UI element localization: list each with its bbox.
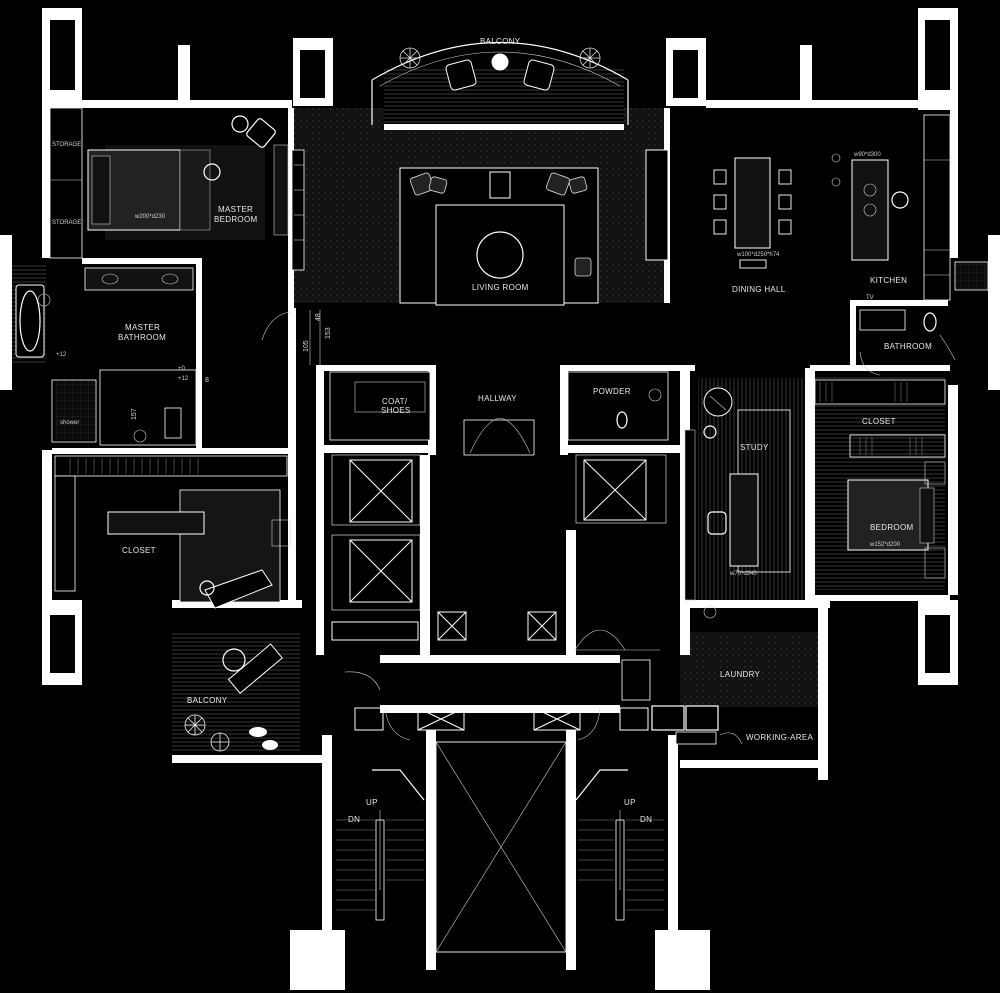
armchair-icon: [489, 171, 511, 199]
shaft-box-icon: [331, 611, 649, 731]
label-balcony-bottom: BALCONY: [187, 696, 228, 705]
dim-bedroom-bed: w152*d200: [869, 542, 901, 548]
label-master-bedroom-2: BEDROOM: [214, 215, 257, 224]
lounge-chair-icon: [703, 387, 733, 417]
tv-cabinet: [645, 149, 669, 261]
label-dn-right: DN: [640, 815, 652, 824]
bedroom-right: CLOSET BEDROOM w152*d200: [814, 379, 946, 579]
dim-105: 105: [303, 340, 310, 352]
top-balcony: BALCONY: [371, 37, 629, 125]
stairs: UP DN UP DN: [336, 741, 664, 953]
armchair-icon: [246, 118, 276, 148]
lvl-0: +0: [178, 366, 186, 372]
dimension-markers: 105 48 153: [303, 310, 332, 365]
plant-icon: [184, 714, 230, 752]
kitchen-island-icon: [851, 159, 889, 261]
elevator-icon: [331, 454, 667, 611]
dim-dining-table: w100*d250*h74: [736, 252, 780, 258]
closet-left: CLOSET: [54, 455, 291, 609]
lounge-chair-icon: [445, 53, 555, 91]
island-icon: [107, 511, 205, 535]
study: w70*d240 STUDY: [684, 387, 791, 619]
core: COAT/ SHOES HALLWAY POWDER: [329, 371, 669, 731]
label-up-left: UP: [366, 798, 378, 807]
laundry: LAUNDRY WORKING-AREA: [621, 659, 814, 745]
door-swings: [261, 311, 956, 741]
structural-walls: [0, 8, 1000, 990]
dim-master-bed: w200*d230: [134, 214, 166, 220]
label-coat-1: COAT/: [382, 397, 408, 406]
cushion-icon: [409, 172, 592, 277]
lvl-tv: TV: [866, 295, 874, 301]
dining-hall: w100*d250*h74 DINING HALL: [713, 157, 792, 294]
plant-icon: [399, 47, 601, 69]
dining-table-icon: [734, 157, 771, 249]
dim-study-desk: w70*d240: [729, 571, 757, 577]
label-bathroom: BATHROOM: [884, 342, 932, 351]
label-bedroom: BEDROOM: [870, 523, 913, 532]
label-master-bedroom-1: MASTER: [218, 205, 253, 214]
label-hallway: HALLWAY: [478, 394, 517, 403]
label-kitchen: KITCHEN: [870, 276, 907, 285]
bed-icon: [847, 479, 929, 551]
master-bedroom: STORAGE STORAGE w200*d230 MASTER BEDROOM: [49, 107, 289, 259]
dim-153: 153: [325, 327, 332, 339]
label-master-bathroom-2: BATHROOM: [118, 333, 166, 342]
chair-icon: [713, 169, 792, 269]
master-bathroom: MASTER BATHROOM shower +12 +12 +0 157 8: [15, 267, 209, 446]
dim-kitchen-island: w90*d300: [853, 152, 881, 158]
label-laundry: LAUNDRY: [720, 670, 761, 679]
label-living-room: LIVING ROOM: [472, 283, 529, 292]
label-closet-left: CLOSET: [122, 546, 156, 555]
entry-door: [463, 417, 535, 456]
coffee-table-icon: [476, 231, 524, 279]
label-balcony-top: BALCONY: [480, 37, 521, 46]
chaise-lounge-icon: [199, 569, 273, 609]
bathroom-right: TV BATHROOM: [859, 295, 937, 351]
study-desk-icon: [729, 473, 759, 567]
label-closet-right: CLOSET: [862, 417, 896, 426]
label-coat-2: SHOES: [381, 406, 411, 415]
lvl-12b: +12: [178, 376, 189, 382]
label-storage-2: STORAGE: [52, 220, 81, 226]
label-master-bathroom-1: MASTER: [125, 323, 160, 332]
label-dn-left: DN: [348, 815, 360, 824]
kitchen: w90*d300 KITCHEN: [831, 114, 989, 301]
lvl-12a: +12: [56, 352, 67, 358]
label-powder: POWDER: [593, 387, 631, 396]
label-study: STUDY: [740, 443, 769, 452]
bathtub-icon: [15, 284, 51, 358]
living-room: LIVING ROOM: [291, 149, 669, 306]
dim-48: 48: [315, 313, 322, 321]
label-dining-hall: DINING HALL: [732, 285, 786, 294]
label-up-right: UP: [624, 798, 636, 807]
dim-8: 8: [205, 377, 209, 384]
dim-157: 157: [131, 408, 138, 420]
label-storage-1: STORAGE: [52, 142, 81, 148]
balcony-bottom: BALCONY: [184, 643, 283, 752]
label-shower: shower: [60, 420, 79, 426]
sunbed-icon: [227, 643, 283, 694]
label-working-area: WORKING-AREA: [746, 733, 814, 742]
